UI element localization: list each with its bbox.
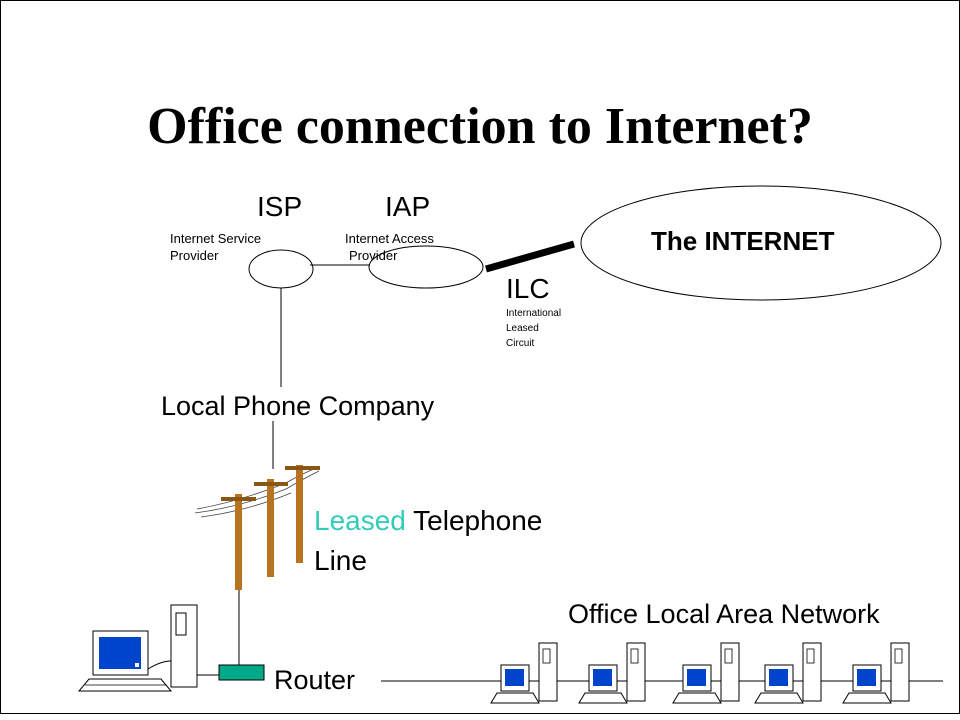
iap-node <box>368 245 484 289</box>
ilc-desc-line2: Leased <box>506 323 539 334</box>
router-label: Router <box>274 665 356 695</box>
isp-desc-line1: Internet Service <box>170 231 262 246</box>
ilc-link <box>485 240 575 273</box>
phone-company-label: Local Phone Company <box>161 391 435 421</box>
line-word: Line <box>314 545 367 576</box>
isp-desc-line2: Provider <box>170 248 219 263</box>
desktop-computer-icon <box>77 604 198 692</box>
slide-title: Office connection to Internet? <box>147 98 813 155</box>
internet-label: The INTERNET <box>651 226 835 256</box>
iap-desc-line2: Provider <box>349 248 398 263</box>
workstation-icon <box>754 642 822 704</box>
ilc-label: ILC <box>506 273 550 304</box>
router-icon <box>218 664 265 681</box>
iap-desc-line1: Internet Access <box>345 231 434 246</box>
telephone-word: Telephone <box>413 505 543 536</box>
internet-node <box>580 185 942 301</box>
isp-label: ISP <box>257 191 303 222</box>
iap-label: IAP <box>385 191 431 222</box>
ilc-desc-line1: International <box>506 308 562 319</box>
workstation-icon <box>490 642 558 704</box>
telephone-pole-icon <box>194 465 320 590</box>
workstation-icon <box>578 642 646 704</box>
lan-label: Office Local Area Network <box>568 599 880 629</box>
ilc-desc-line3: Circuit <box>506 338 535 349</box>
isp-node <box>248 249 314 289</box>
workstation-icon <box>842 642 910 704</box>
leased-word: Leased <box>314 505 406 536</box>
leased-line-label: Leased Telephone <box>314 505 542 537</box>
workstation-icon <box>672 642 740 704</box>
